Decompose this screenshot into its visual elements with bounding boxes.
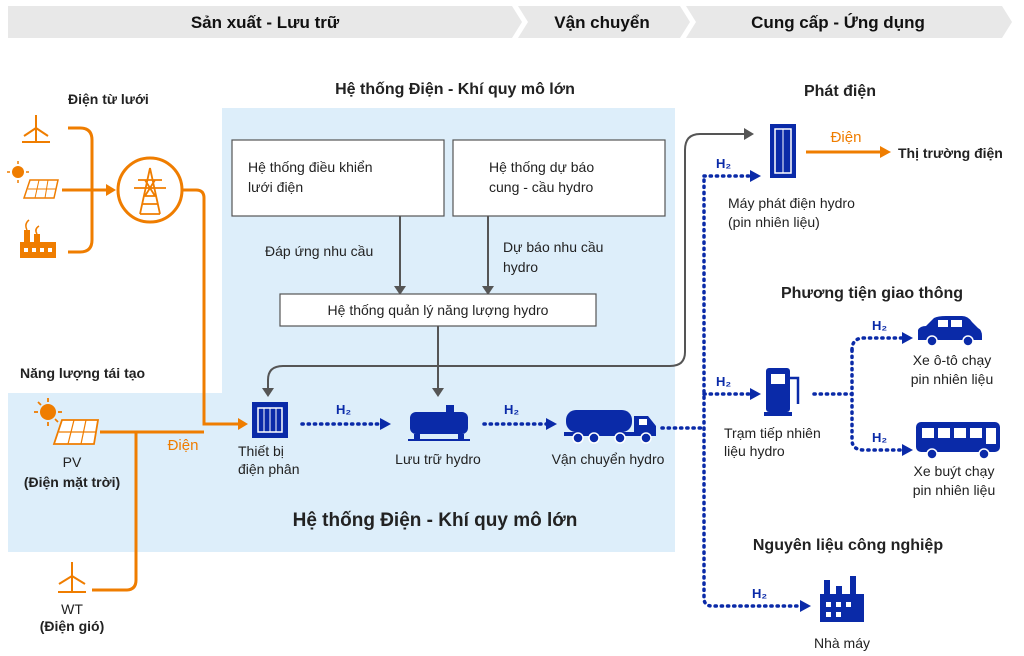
wt-label: WT xyxy=(61,601,83,617)
control-loop-arrowhead-down xyxy=(262,388,274,397)
car-line2: pin nhiên liệu xyxy=(911,371,994,387)
car-line1: Xe ô-tô chạy xyxy=(913,352,992,368)
h2-branch-bus xyxy=(850,348,906,452)
pv-label: PV xyxy=(63,454,82,470)
system-panel xyxy=(8,108,675,552)
control-to-ems-arrowhead xyxy=(394,286,406,295)
generator-line2: (pin nhiên liệu) xyxy=(728,214,820,230)
h2-arrowhead-bus xyxy=(902,444,913,456)
grid-sources-arrowhead xyxy=(106,184,116,196)
wind-turbine-icon-wt xyxy=(58,562,86,593)
power-label-orange: Điện xyxy=(168,437,199,454)
phase-transport-label: Vận chuyển xyxy=(554,13,649,32)
phase-supply xyxy=(686,6,1012,38)
electrolyzer-icon xyxy=(252,402,288,438)
forecast-label-line1: Dự báo nhu cầu xyxy=(503,239,603,255)
renewable-title: Năng lượng tái tạo xyxy=(20,365,145,381)
electrolyzer-line2: điện phân xyxy=(238,461,300,477)
h2-arrowhead-generator xyxy=(750,170,761,182)
fuel-station-icon xyxy=(764,368,800,416)
wt-to-bus-line xyxy=(92,432,138,592)
h2-branch-car xyxy=(850,336,906,352)
fuel-cell-bus-icon xyxy=(916,422,1000,460)
electricity-market-label: Thị trường điện xyxy=(898,145,1003,161)
station-line2: liệu hydro xyxy=(724,443,785,459)
solar-panel-icon-grid xyxy=(7,161,59,199)
h2-label-car: H₂ xyxy=(872,318,887,333)
phase-production xyxy=(8,6,522,38)
solar-panel-icon-pv xyxy=(34,398,100,445)
forecast-box-line1: Hệ thống dự báo xyxy=(489,159,594,175)
wt-sub-label: (Điện gió) xyxy=(40,618,105,634)
wind-turbine-icon-top xyxy=(22,115,50,143)
bus-line1: Xe buýt chạy xyxy=(914,463,995,479)
station-line1: Trạm tiếp nhiên xyxy=(724,425,821,441)
fuel-cell-generator-icon xyxy=(770,124,796,178)
ems-to-storage-arrowhead xyxy=(432,388,444,397)
forecast-box xyxy=(452,139,666,217)
power-pylon-icon xyxy=(116,156,184,224)
storage-label: Lưu trữ hydro xyxy=(395,451,481,467)
grid-to-electrolyzer-arrowhead xyxy=(238,418,248,430)
forecast-label-line2: hydro xyxy=(503,259,538,275)
phase-supply-label: Cung cấp - Ứng dụng xyxy=(751,13,925,32)
demand-response-label: Đáp ứng nhu cầu xyxy=(265,243,373,259)
h2-label-bus: H₂ xyxy=(872,430,887,445)
phase-transport xyxy=(518,6,690,38)
tanker-truck-icon xyxy=(564,410,656,444)
h2-label-generator: H₂ xyxy=(716,156,731,171)
h2-label-2: H₂ xyxy=(504,402,519,417)
h2-arrowhead-station xyxy=(750,388,761,400)
grid-control-line1: Hệ thống điều khiển xyxy=(248,159,373,175)
ems-box xyxy=(279,293,597,327)
power-generation-title: Phát điện xyxy=(804,83,876,100)
h2-trunk-vertical xyxy=(702,178,802,608)
grid-control-box xyxy=(231,139,445,217)
phase-header-bar: Sản xuất - Lưu trữ Vận chuyển Cung cấp -… xyxy=(8,6,1012,38)
forecast-box-line2: cung - cầu hydro xyxy=(489,179,593,195)
factory-label: Nhà máy xyxy=(814,635,870,651)
factory-icon xyxy=(820,576,864,622)
forecast-to-ems-arrowhead xyxy=(482,286,494,295)
control-loop-line xyxy=(267,133,752,390)
h2-label-station: H₂ xyxy=(716,374,731,389)
grid-power-title: Điện từ lưới xyxy=(68,91,149,107)
power-out-label: Điện xyxy=(831,129,862,146)
system-bottom-title: Hệ thống Điện - Khí quy mô lớn xyxy=(293,510,578,531)
grid-control-line2: lưới điện xyxy=(248,179,303,195)
h2-arrowhead-factory xyxy=(800,600,811,612)
h2-label-factory: H₂ xyxy=(752,586,767,601)
control-loop-arrowhead-right xyxy=(744,128,754,140)
phase-production-label: Sản xuất - Lưu trữ xyxy=(191,13,340,32)
industry-title: Nguyên liệu công nghiệp xyxy=(753,537,943,554)
generator-line1: Máy phát điện hydro xyxy=(728,195,855,211)
transport-label: Vận chuyển hydro xyxy=(552,451,665,467)
fuel-cell-car-icon xyxy=(918,316,982,347)
storage-tank-icon xyxy=(408,405,470,441)
generator-to-market-arrowhead xyxy=(880,146,891,158)
h2-arrowhead-2 xyxy=(546,418,557,430)
system-title: Hệ thống Điện - Khí quy mô lớn xyxy=(335,81,575,98)
h2-arrowhead-car xyxy=(902,332,913,344)
bus-line2: pin nhiên liệu xyxy=(913,482,996,498)
electrolyzer-line1: Thiết bị xyxy=(238,443,284,459)
power-plant-icon xyxy=(20,219,56,258)
transport-vehicles-title: Phương tiện giao thông xyxy=(781,285,963,302)
grid-to-electrolyzer-line xyxy=(182,188,240,426)
h2-label-1: H₂ xyxy=(336,402,351,417)
pv-sub-label: (Điện mặt trời) xyxy=(24,474,120,490)
ems-box-label: Hệ thống quản lý năng lượng hydro xyxy=(328,302,549,318)
h2-arrowhead-1 xyxy=(380,418,391,430)
